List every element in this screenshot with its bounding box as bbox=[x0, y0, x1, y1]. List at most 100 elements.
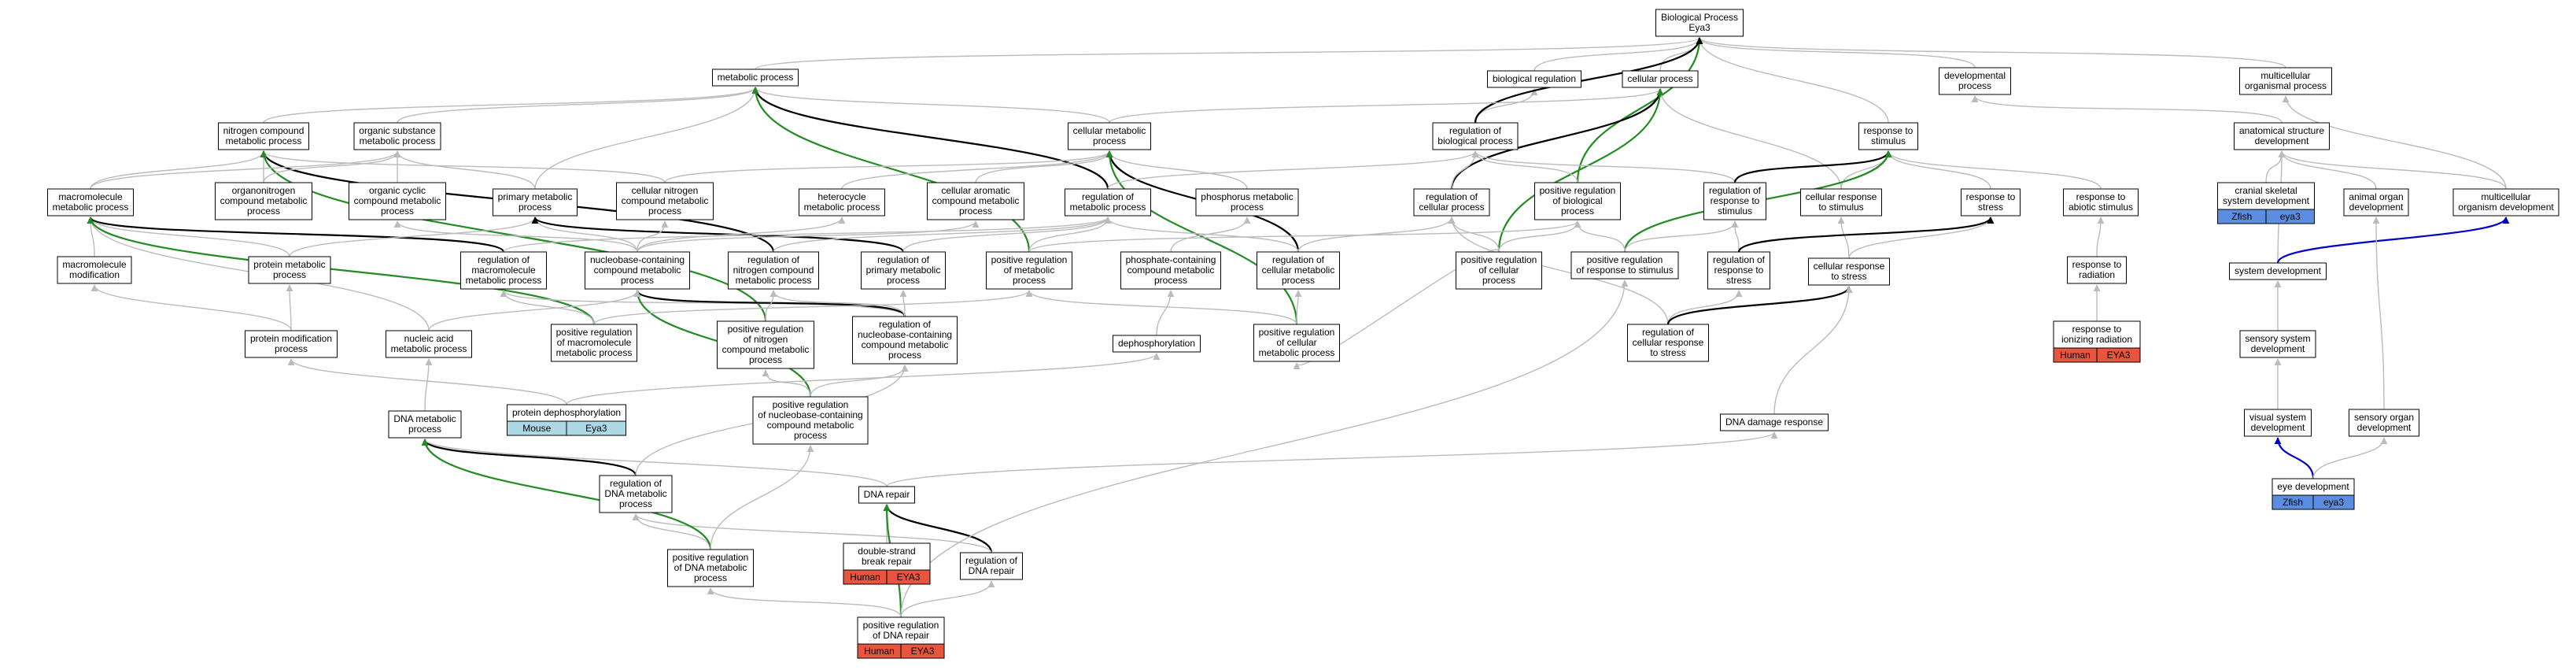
term-label: sensory system bbox=[2245, 333, 2310, 344]
term-label: anatomical structure bbox=[2239, 125, 2324, 136]
edge-pregcmp-to-pregmp bbox=[1025, 290, 1297, 325]
go-term-cellp[interactable]: cellular process bbox=[1622, 70, 1699, 88]
go-term-bioreg[interactable]: biological regulation bbox=[1487, 70, 1581, 88]
edge-nccmp-to-cncmp bbox=[637, 220, 669, 253]
term-label: cellular nitrogen bbox=[632, 185, 699, 196]
go-term-sysdev[interactable]: system development bbox=[2229, 262, 2327, 280]
go-term-regnccmp[interactable]: regulation ofnucleobase-containingcompou… bbox=[852, 316, 958, 365]
term-label: metabolic process bbox=[360, 135, 436, 146]
term-label: macromolecule bbox=[471, 265, 536, 276]
term-label: visual system bbox=[2249, 412, 2306, 423]
edge-dnamp-to-namp bbox=[424, 358, 433, 412]
go-term-metab[interactable]: metabolic process bbox=[712, 68, 799, 87]
go-term-ddr[interactable]: DNA damage response bbox=[1720, 413, 1829, 431]
term-box bbox=[2229, 262, 2327, 280]
go-term-dnarepair[interactable]: DNA repair bbox=[858, 486, 915, 504]
edge-dnarepair-to-dnamp bbox=[421, 439, 888, 487]
term-label: phosphate-containing bbox=[1126, 254, 1216, 265]
edge-nccmp-to-hmp bbox=[637, 217, 846, 253]
edge-pregnccmp-to-regnccmp bbox=[810, 365, 909, 398]
term-label: regulation of bbox=[879, 319, 932, 330]
term-box bbox=[1413, 188, 1490, 217]
term-label: DNA damage response bbox=[1725, 416, 1823, 428]
edge-regrstress-to-regrs bbox=[1731, 220, 1740, 253]
edge-pregbp-to-bp bbox=[1576, 37, 1703, 183]
species-label: Human bbox=[864, 646, 895, 657]
term-label: metabolic process bbox=[1070, 202, 1146, 213]
edge-devp-to-bp bbox=[1696, 37, 1976, 68]
term-box bbox=[2234, 122, 2330, 150]
gene-label: EYA3 bbox=[2107, 350, 2131, 361]
term-label: cellular response bbox=[1814, 261, 1885, 272]
term-label: organism development bbox=[2458, 202, 2554, 213]
go-term-dephos[interactable]: dephosphorylation bbox=[1113, 335, 1201, 353]
term-box bbox=[1253, 324, 1340, 362]
term-box bbox=[861, 251, 946, 290]
term-label: positive regulation bbox=[556, 327, 633, 338]
term-label: regulation of bbox=[1426, 191, 1478, 202]
edge-regmp-to-regbp bbox=[1107, 150, 1479, 190]
